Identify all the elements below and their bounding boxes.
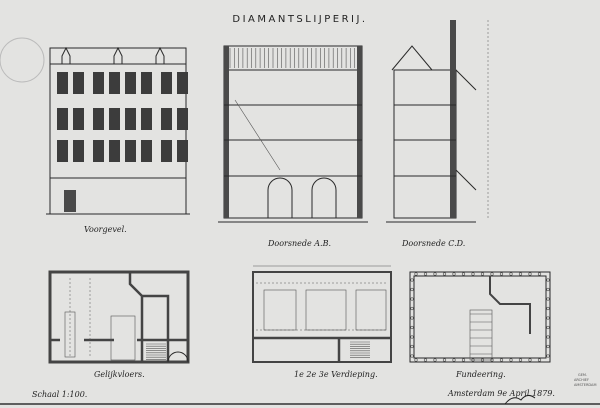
foundation-plan: [409, 271, 551, 363]
section-cd-label: Doorsnede C.D.: [401, 239, 465, 248]
svg-text:GEM.: GEM.: [578, 373, 587, 377]
facade-elevation: [46, 46, 190, 215]
upper-floors-plan: [252, 265, 392, 363]
faded-stamp: [0, 37, 45, 83]
scale-label: Schaal 1:100.: [32, 390, 87, 399]
place-date: Amsterdam 9e April 1879.: [447, 389, 555, 398]
section-ab-label: Doorsnede A.B.: [267, 239, 331, 248]
ground-floor-label: Gelijkvloers.: [94, 370, 145, 379]
facade-label: Voorgevel.: [84, 225, 127, 234]
svg-text:ARCHIEF: ARCHIEF: [574, 378, 589, 382]
ground-floor-plan: [48, 270, 190, 364]
signature: [504, 394, 536, 405]
foundation-label: Fundeering.: [455, 370, 506, 379]
svg-text:AMSTERDAM: AMSTERDAM: [574, 383, 596, 387]
upper-floors-label: 1e 2e 3e Verdieping.: [294, 370, 378, 379]
section-ab: [218, 45, 368, 223]
drawing-title: DIAMANTSLIJPERIJ.: [232, 14, 367, 25]
archive-stamp: GEM. ARCHIEF AMSTERDAM: [574, 373, 596, 387]
section-cd: [386, 20, 489, 223]
